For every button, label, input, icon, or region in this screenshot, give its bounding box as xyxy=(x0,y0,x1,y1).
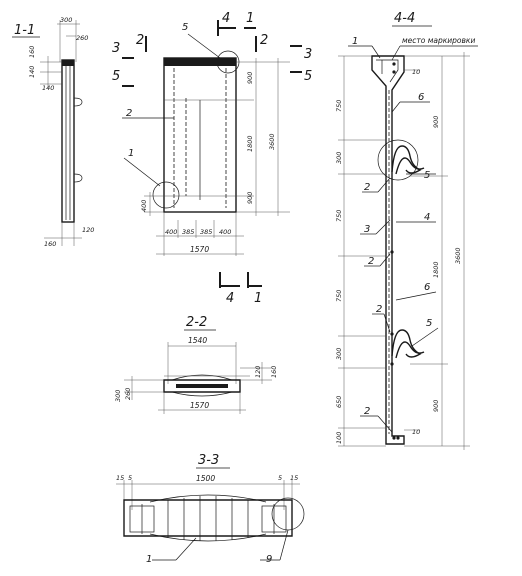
section-1-1: 1-1 300 260 160 140 140 120 160 xyxy=(12,16,94,248)
dim-4-4-left-6: 650 xyxy=(335,396,343,408)
dim-1-1-side-a: 160 xyxy=(28,46,36,58)
dim-1-1-side-c: 140 xyxy=(42,84,54,92)
dim-4-4-right-a: 900 xyxy=(432,116,440,128)
dim-2-2-left-a: 300 xyxy=(114,390,122,402)
plan-callout-2: 2 xyxy=(126,108,132,119)
cut-mark-1-top: 1 xyxy=(246,11,254,26)
s44-callout-5-upper: 5 xyxy=(424,170,430,181)
dim-2-2-right-b: 160 xyxy=(270,366,278,378)
s44-callout-2-lower: 2 xyxy=(376,304,382,315)
dim-4-4-left-2: 300 xyxy=(335,152,343,164)
dim-1-1-bot-a: 120 xyxy=(82,226,94,234)
dim-3-3-l1: 15 xyxy=(116,474,124,482)
cut-mark-3-left: 3 xyxy=(112,41,120,56)
dim-plan-mid: 1800 xyxy=(246,135,254,152)
dim-4-4-left-1: 750 xyxy=(335,100,343,112)
dim-3-3-r2: 15 xyxy=(290,474,298,482)
dim-4-4-bot-10: 10 xyxy=(412,428,420,436)
dim-4-4-left-5: 300 xyxy=(335,348,343,360)
dim-3-3-r1: 5 xyxy=(278,474,282,482)
dim-2-2-left-b: 260 xyxy=(124,388,132,400)
dim-3-3-l2: 5 xyxy=(128,474,132,482)
dim-4-4-left-3: 750 xyxy=(335,210,343,222)
dim-1-1-top-b: 260 xyxy=(76,34,88,42)
marking-location-note: место маркировки xyxy=(402,36,475,45)
dim-plan-left-low: 400 xyxy=(140,200,148,212)
dim-4-4-top-10: 10 xyxy=(412,68,420,76)
dim-plan-bottom-part-3: 385 xyxy=(200,228,212,236)
cut-mark-2-left: 2 xyxy=(136,33,144,48)
dim-plan-bot-right: 900 xyxy=(246,192,254,204)
section-title-3-3: 3-3 xyxy=(198,453,219,468)
section-title-4-4: 4-4 xyxy=(394,11,415,26)
s33-callout-1: 1 xyxy=(146,554,152,565)
dim-3-3-mid: 1500 xyxy=(196,474,215,483)
dim-1-1-side-b: 140 xyxy=(28,66,36,78)
cut-mark-3-right: 3 xyxy=(304,47,312,62)
s44-callout-1: 1 xyxy=(352,36,358,47)
cut-mark-4-top: 4 xyxy=(222,11,230,26)
dim-4-4-right-mid: 1800 xyxy=(432,261,440,278)
cut-mark-5-left: 5 xyxy=(112,69,120,84)
cut-mark-5-right: 5 xyxy=(304,69,312,84)
section-4-4: 4-4 место маркировки 1 6 2 5 xyxy=(335,11,478,450)
section-3-3: 3-3 15 5 1500 5 15 1 9 xyxy=(116,453,305,565)
s44-callout-5-lower: 5 xyxy=(426,318,432,329)
dim-plan-bottom-part-2: 385 xyxy=(182,228,194,236)
plan-callout-5: 5 xyxy=(182,22,188,33)
dim-plan-total: 3600 xyxy=(268,133,276,150)
dim-4-4-left-4: 750 xyxy=(335,290,343,302)
dim-plan-bottom-total: 1570 xyxy=(190,245,209,254)
cut-mark-2-right: 2 xyxy=(260,33,268,48)
dim-1-1-bot-b: 160 xyxy=(44,240,56,248)
dim-1-1-top-a: 300 xyxy=(60,16,72,24)
s33-callout-9: 9 xyxy=(266,554,272,565)
s44-callout-4: 4 xyxy=(424,212,430,223)
dim-2-2-bottom: 1570 xyxy=(190,401,209,410)
section-title-2-2: 2-2 xyxy=(186,315,207,330)
dim-4-4-right-low: 900 xyxy=(432,400,440,412)
s44-callout-6-lower: 6 xyxy=(424,282,430,293)
dim-plan-top-right: 900 xyxy=(246,72,254,84)
plan-view: 3 5 2 2 4 1 3 5 5 2 1 xyxy=(112,11,312,306)
cut-mark-4-bottom: 4 xyxy=(226,291,234,306)
s44-callout-2-upper: 2 xyxy=(364,182,370,193)
s44-callout-2-mid: 2 xyxy=(368,256,374,267)
dim-plan-bottom-part-4: 400 xyxy=(219,228,231,236)
s44-callout-2-bottom: 2 xyxy=(364,406,370,417)
section-title-1-1: 1-1 xyxy=(14,23,35,38)
dim-plan-bottom-part-1: 400 xyxy=(165,228,177,236)
plan-callout-1: 1 xyxy=(128,148,134,159)
cut-mark-1-bottom: 1 xyxy=(254,291,262,306)
section-2-2: 2-2 1540 300 260 120 160 1570 xyxy=(114,315,278,414)
dim-2-2-top: 1540 xyxy=(188,336,207,345)
s44-callout-6-upper: 6 xyxy=(418,92,424,103)
dim-2-2-right-a: 120 xyxy=(254,366,262,378)
dim-4-4-total: 3600 xyxy=(454,247,462,264)
s44-callout-3: 3 xyxy=(364,224,370,235)
dim-4-4-left-7: 100 xyxy=(335,432,343,444)
